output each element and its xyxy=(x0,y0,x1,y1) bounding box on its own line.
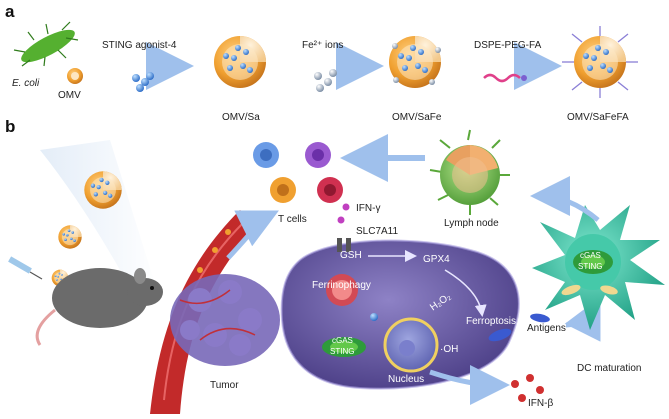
label-tumor: Tumor xyxy=(210,380,239,391)
label-t-cells: T cells xyxy=(278,214,307,225)
label-lymph-node: Lymph node xyxy=(444,218,499,229)
nanoparticle-omv-sa xyxy=(214,36,266,88)
label-cgas-dc: cGAS xyxy=(580,251,601,260)
label-ferroptosis: Ferroptosis xyxy=(466,316,516,327)
dendritic-cell xyxy=(532,205,665,330)
label-omv-safe: OMV/SaFe xyxy=(392,112,442,123)
label-omv: OMV xyxy=(58,90,81,101)
label-ferrinophagy: Ferrinophagy xyxy=(312,280,371,291)
peg-fa-spikes xyxy=(562,26,638,98)
mouse xyxy=(35,268,163,346)
tumor-mass xyxy=(170,274,280,366)
ecoli-bacterium xyxy=(13,21,79,67)
antigen-particles xyxy=(488,313,550,342)
nanoparticle-omv-safefa xyxy=(574,36,626,88)
ferrinophagy-vesicle xyxy=(326,274,358,306)
label-fe-ions: Fe²⁺ ions xyxy=(302,40,343,51)
arrow-tcells-to-tumor xyxy=(226,210,279,260)
omv-vesicle xyxy=(67,68,83,84)
label-omv-sa: OMV/Sa xyxy=(222,112,260,123)
cgas-sting-complex-tumor xyxy=(322,337,366,357)
label-oh: ·OH xyxy=(440,344,458,355)
nucleus xyxy=(383,317,439,373)
fe-surface-dots xyxy=(392,43,441,85)
label-gsh: GSH xyxy=(340,250,362,261)
peg-fa-chain xyxy=(483,73,521,83)
ifn-beta-dots xyxy=(511,374,544,402)
label-cgas-tumor: cGAS xyxy=(332,336,353,345)
fe-ion-particles xyxy=(314,69,337,92)
label-ifn-gamma: IFN-γ xyxy=(356,203,380,214)
slc7a11-transporter xyxy=(337,238,351,252)
label-gpx4: GPX4 xyxy=(423,254,450,265)
sting-agonist-molecules xyxy=(132,72,154,92)
label-nucleus: Nucleus xyxy=(388,374,424,385)
sting-agonist-dot xyxy=(370,313,378,321)
ifn-gamma-dots xyxy=(337,203,350,224)
lymph-node xyxy=(429,129,510,215)
label-antigens: Antigens xyxy=(527,323,566,334)
injection-beam xyxy=(40,140,160,300)
t-cells-cluster xyxy=(253,142,343,203)
label-dspe-peg-fa: DSPE-PEG-FA xyxy=(474,40,542,51)
fa-ligand xyxy=(521,75,527,81)
arrow-dc-to-lymph xyxy=(530,176,600,222)
label-omv-safefa: OMV/SaFeFA xyxy=(567,112,629,123)
label-sting-agonist: STING agonist-4 xyxy=(102,40,177,51)
label-ifn-beta: IFN-β xyxy=(528,398,553,409)
label-sting-tumor: STING xyxy=(330,347,354,356)
arrow-ifn-beta xyxy=(429,364,510,405)
syringe xyxy=(8,256,43,280)
label-sting-dc: STING xyxy=(578,262,602,271)
arrow-gpx4-ferroptosis xyxy=(444,269,487,317)
label-dc-maturation: DC maturation xyxy=(577,363,641,374)
panel-label-a: a xyxy=(5,2,15,21)
panel-label-b: b xyxy=(5,117,15,136)
label-slc7a11: SLC7A11 xyxy=(356,226,399,237)
label-ecoli: E. coli xyxy=(12,78,40,89)
